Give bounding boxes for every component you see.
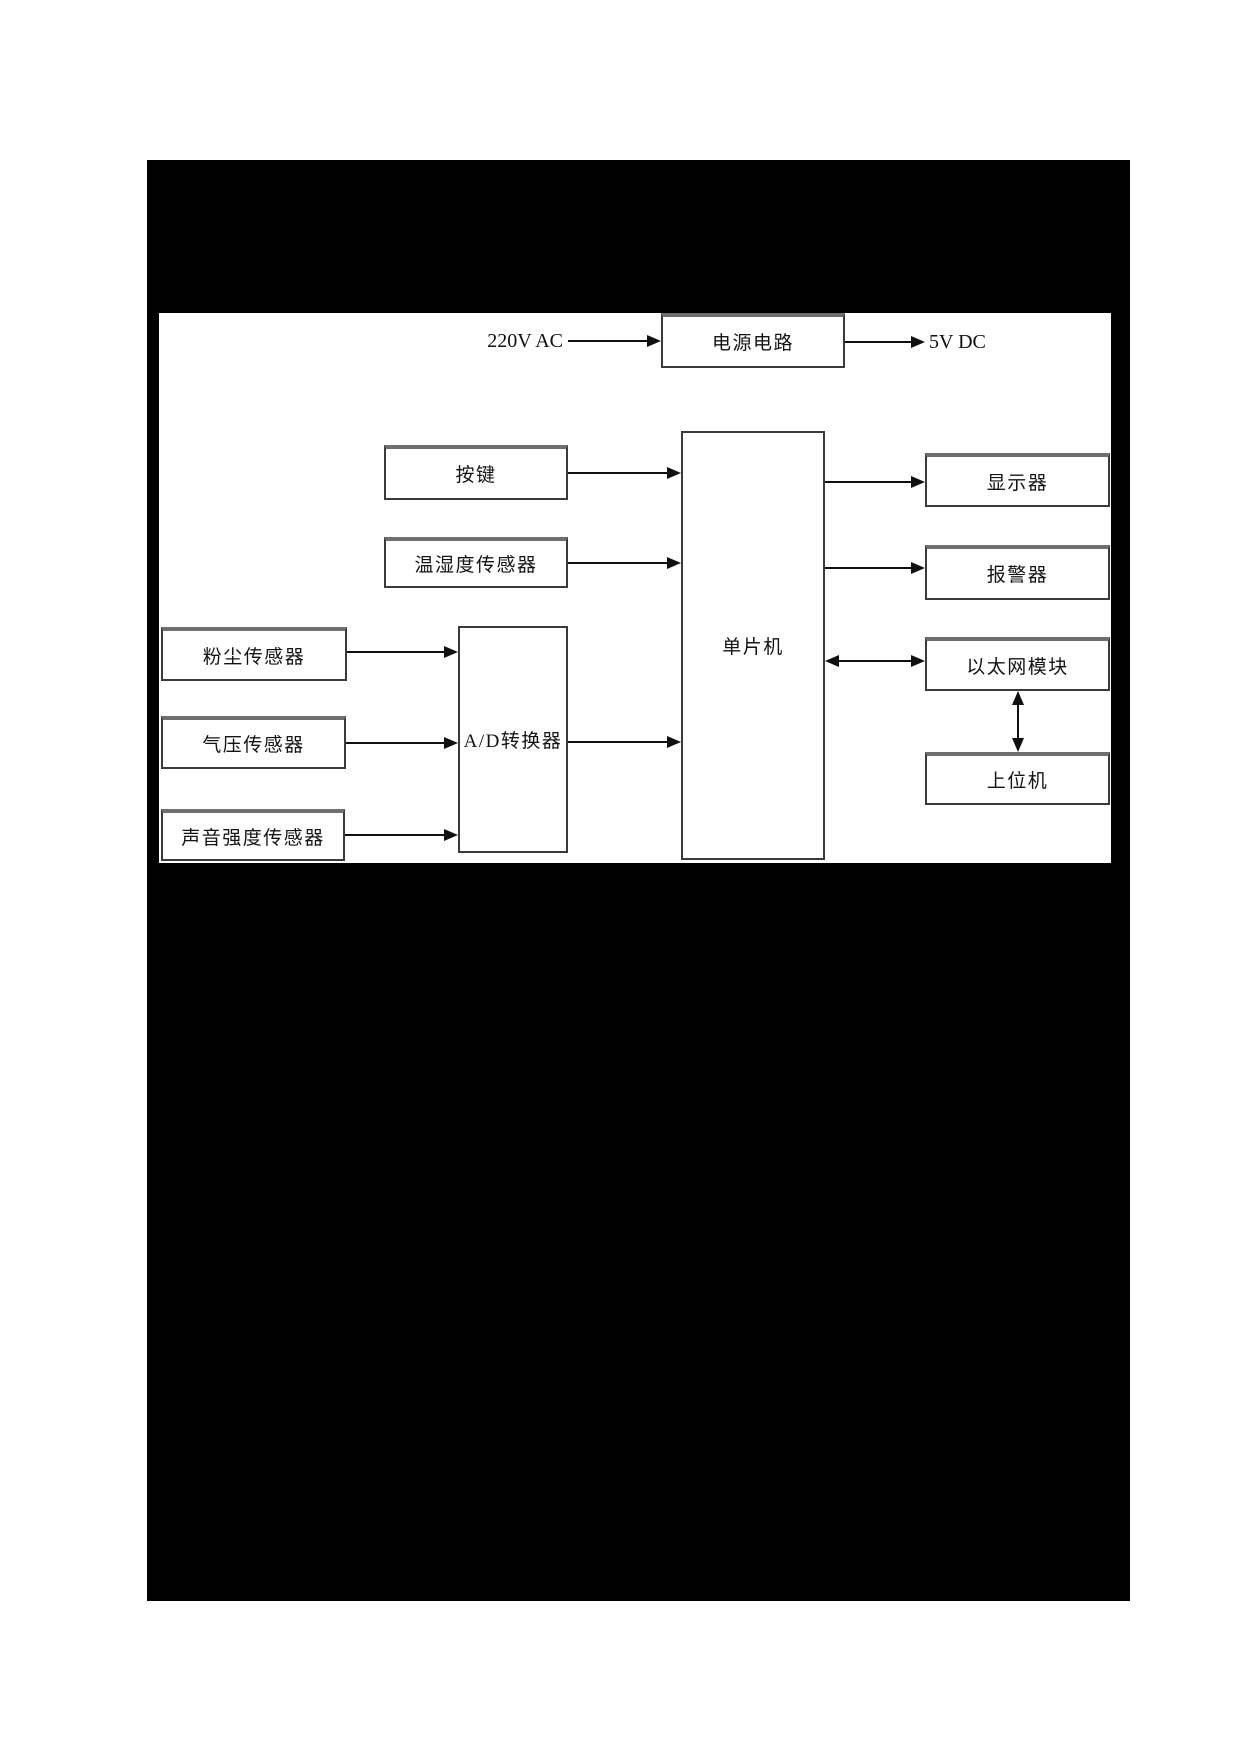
node-keypad: 按键 — [384, 445, 568, 500]
label-220v-ac: 220V AC — [487, 330, 563, 352]
arrow-temp-humidity-to-mcu — [568, 557, 681, 569]
node-mcu: 单片机 — [681, 431, 825, 860]
node-pressure-sensor: 气压传感器 — [161, 716, 346, 769]
arrow-adc-to-mcu — [568, 736, 681, 748]
black-content-panel: 220V AC 电源电路 5V DC 按键 温湿度传感器 单片机 显示器 报警器… — [147, 160, 1130, 1601]
node-temp-humidity-sensor: 温湿度传感器 — [384, 537, 568, 588]
block-diagram-figure: 220V AC 电源电路 5V DC 按键 温湿度传感器 单片机 显示器 报警器… — [159, 313, 1111, 863]
arrow-pressure-to-adc — [346, 737, 458, 749]
node-host-computer: 上位机 — [925, 752, 1110, 805]
node-power-circuit: 电源电路 — [661, 313, 845, 368]
arrow-220vac-to-power-circuit — [568, 335, 661, 347]
node-ethernet-module: 以太网模块 — [925, 637, 1110, 691]
arrow-mcu-to-alarm — [825, 562, 925, 574]
double-arrow-ethernet-host — [1012, 691, 1024, 752]
node-ad-converter: A/D转换器 — [458, 626, 568, 853]
arrow-dust-to-adc — [347, 646, 458, 658]
label-5v-dc: 5V DC — [929, 331, 986, 353]
arrow-sound-to-adc — [345, 829, 458, 841]
arrow-keypad-to-mcu — [568, 467, 681, 479]
double-arrow-mcu-ethernet — [825, 655, 925, 667]
node-sound-intensity-sensor: 声音强度传感器 — [161, 809, 345, 861]
arrow-power-circuit-to-5vdc — [845, 336, 925, 348]
arrow-mcu-to-display — [825, 476, 925, 488]
node-dust-sensor: 粉尘传感器 — [161, 627, 347, 681]
node-alarm: 报警器 — [925, 545, 1110, 600]
node-display: 显示器 — [925, 453, 1110, 507]
